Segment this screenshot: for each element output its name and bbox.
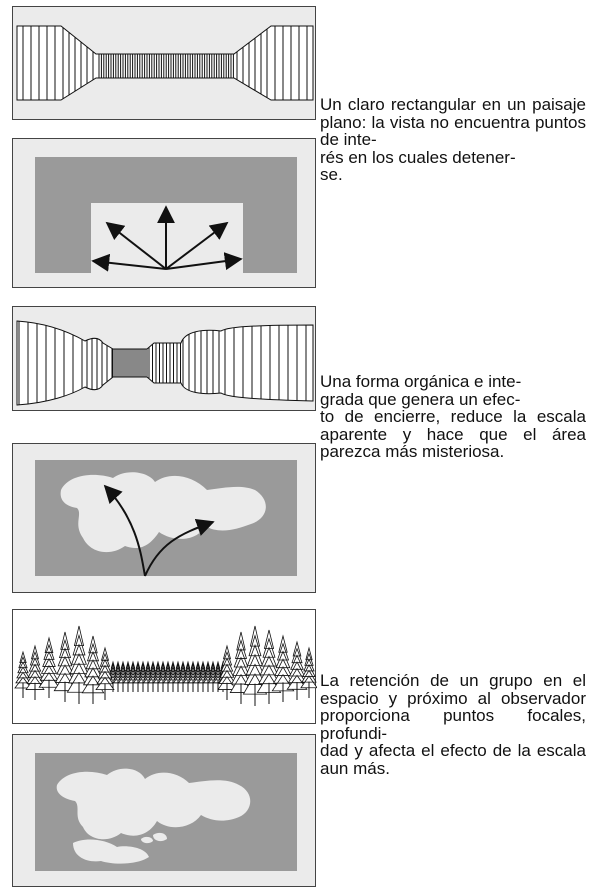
arrow-icon: [165, 252, 243, 271]
tree-icon: [300, 646, 317, 698]
tree-icon: [25, 644, 45, 700]
arrow-icon: [165, 221, 229, 270]
curved-arrow-icon: [103, 484, 146, 577]
tree-icon: [242, 625, 268, 706]
section-3-plan: [12, 734, 316, 887]
tree-icon: [38, 636, 60, 698]
section-3-elevation: [12, 609, 317, 724]
rectangular-clearing-elevation: [16, 25, 314, 101]
tree-icon: [217, 644, 237, 700]
rectangular-clearing-plan: [35, 157, 297, 273]
tree-icon: [286, 640, 308, 700]
curved-arrow-icon: [144, 518, 215, 577]
arrow-icon: [105, 221, 167, 270]
section-1-plan: [12, 138, 316, 288]
tree-icon: [53, 631, 77, 702]
section-1-elevation: [12, 6, 316, 120]
caption-tree-group: La retención de un grupo en el espacio y…: [320, 671, 586, 778]
tree-icon: [81, 635, 105, 704]
view-arrows: [103, 484, 215, 577]
tree-group-plan: [35, 753, 297, 871]
tree-icon: [66, 625, 92, 704]
section-2-plan: [12, 443, 316, 593]
caption-rectangular-clearing: Un claro rectangular en un paisaje plano…: [320, 95, 586, 184]
tree-icon: [229, 631, 253, 704]
tree-icon: [271, 634, 295, 702]
tree-icon: [256, 629, 282, 704]
arrow-icon: [91, 253, 167, 272]
section-2-elevation: [12, 306, 316, 411]
view-arrows: [91, 205, 243, 272]
caption-organic-form: Una forma orgánica e inte- grada que gen…: [320, 372, 586, 461]
tree-group-elevation: [14, 625, 317, 706]
tree-icon: [14, 650, 32, 698]
organic-form-elevation: [16, 320, 314, 406]
tree-icon: [95, 646, 115, 700]
organic-form-plan: [35, 460, 297, 577]
